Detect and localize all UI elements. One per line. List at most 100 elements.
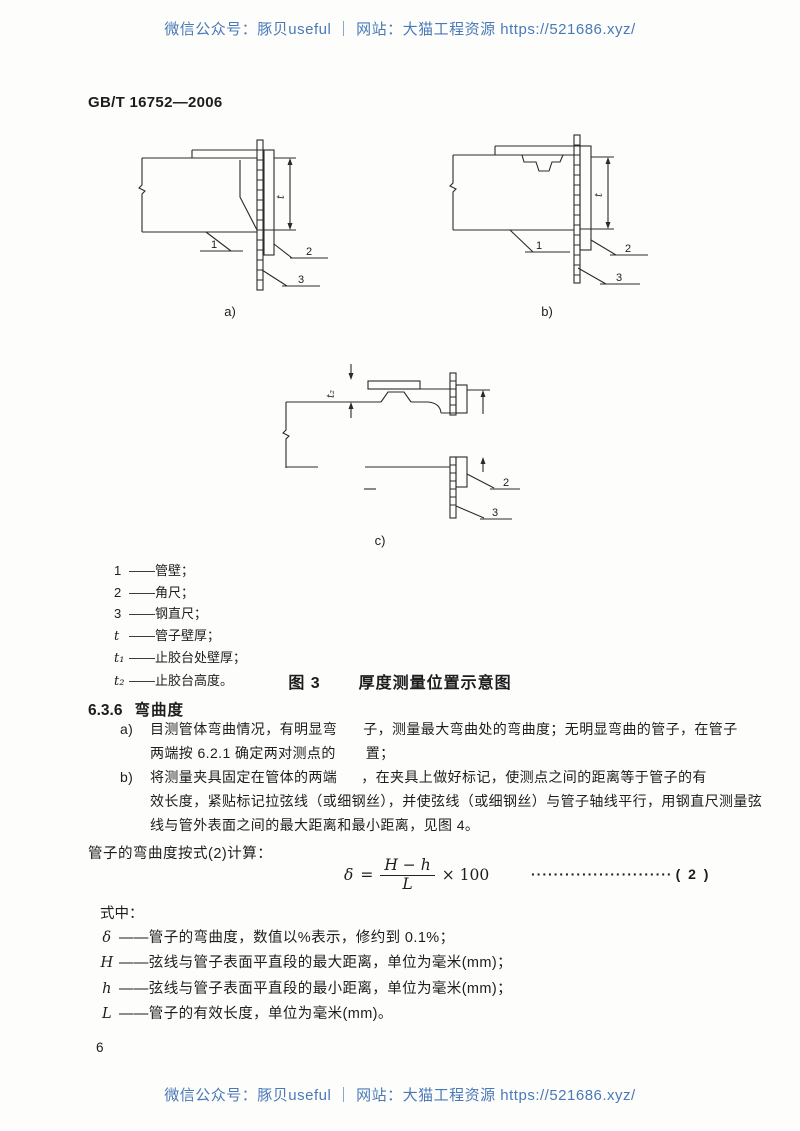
figure3-diagram-c: t₂ 2 3 c) xyxy=(282,364,520,548)
text-fragment: ，在夹具上做好标记，使测点之间的距离等于管子的有 xyxy=(361,769,707,785)
where-item: L ——管子的有效长度，单位为毫米(mm)。 xyxy=(95,1002,512,1027)
item-b-line2: 效长度，紧贴标记拉弦线（或细钢丝），并使弦线（或细钢丝）与管子轴线平行，用钢直尺… xyxy=(120,789,762,813)
subfigure-b-caption: b) xyxy=(541,304,553,319)
formula-leader: ·························( 2 ) xyxy=(531,866,710,882)
dimension-t1 xyxy=(467,389,490,414)
formula-times: × 100 xyxy=(441,866,490,885)
item-a-line2: 两端按 6.2.1 确定两对测点的 置； xyxy=(120,741,726,765)
steel-rule-bottom xyxy=(449,456,457,519)
dimension-t2: t₂ xyxy=(326,364,354,418)
dimension-t: t xyxy=(263,157,296,231)
legend-item: 3 ——钢直尺； xyxy=(114,603,246,625)
legend-symbol: t₁ xyxy=(114,651,125,666)
part-label-1: 1 xyxy=(211,239,217,251)
glue-stop-notch xyxy=(521,154,564,172)
legend-text: ——角尺； xyxy=(129,584,195,600)
legend-text: ——止胶台处壁厚； xyxy=(129,650,247,665)
dim-label-t2: t₂ xyxy=(326,390,337,398)
where-list: δ ——管子的弯曲度，数值以%表示，修约到 0.1%； H ——弦线与管子表面平直段… xyxy=(95,926,512,1028)
formula-2: δ = H − h L × 100 xyxy=(344,856,490,894)
item-b-line3: 线与管外表面之间的最大距离和最小距离，见图 4。 xyxy=(120,813,726,837)
section-number: 6.3.6 xyxy=(88,702,123,719)
legend-item: 2 ——角尺； xyxy=(114,582,246,604)
figure-title: 厚度测量位置示意图 xyxy=(358,675,512,692)
pipe-outline xyxy=(138,149,274,233)
item-a-marker: a) xyxy=(120,721,134,737)
part-label-2: 2 xyxy=(503,477,509,489)
text-fragment: 两端按 6.2.1 确定两对测点的 xyxy=(150,745,336,761)
where-text: ——管子的有效长度，单位为毫米(mm)。 xyxy=(119,1006,393,1023)
legend-item: t₁ ——止胶台处壁厚； xyxy=(114,647,246,670)
text-fragment: 目测管体弯曲情况，有明显弯 xyxy=(150,721,338,737)
steel-rule xyxy=(573,134,581,284)
pipe-section-top xyxy=(282,380,456,468)
part-label-3: 3 xyxy=(492,507,498,519)
leader-dots: ························· xyxy=(531,866,673,882)
figure3-diagram-b: t 1 2 3 b) xyxy=(449,134,648,319)
where-label: 式中： xyxy=(100,906,144,922)
legend-item: t ——管子壁厚； xyxy=(114,625,246,648)
figure3-legend: 1——管壁； 2 ——角尺； 3 ——钢直尺； t ——管子壁厚； t₁ ——止胶台处壁… xyxy=(114,560,246,692)
part-label-2: 2 xyxy=(625,243,631,255)
where-text: ——管子的弯曲度，数值以%表示，修约到 0.1%； xyxy=(119,930,455,946)
angle-square-top xyxy=(455,384,468,414)
watermark-header: 微信公众号：豚贝useful ｜ 网站：大猫工程资源 https://52168… xyxy=(164,21,636,38)
part-label-3: 3 xyxy=(616,272,622,284)
section-heading: 6.3.6 弯曲度 xyxy=(88,698,184,720)
part-label-2: 2 xyxy=(306,246,312,258)
figure3-caption: 图 3 厚度测量位置示意图 xyxy=(0,669,800,693)
legend-text: ——管子壁厚； xyxy=(129,627,221,643)
where-symbol: L xyxy=(101,1006,113,1023)
equation-number: ( 2 ) xyxy=(675,866,711,882)
watermark-footer: 微信公众号：豚贝useful ｜ 网站：大猫工程资源 https://52168… xyxy=(164,1087,636,1104)
angle-square-bottom xyxy=(455,456,468,488)
where-symbol: H xyxy=(100,955,114,972)
formula-denominator: L xyxy=(402,875,413,894)
legend-text: ——钢直尺； xyxy=(129,606,208,621)
text-fragment: 线与管外表面之间的最大距离和最小距离，见图 4。 xyxy=(150,817,480,833)
scan-gap xyxy=(336,741,366,765)
figure-number: 图 3 xyxy=(288,675,321,692)
where-symbol: h xyxy=(102,980,112,997)
dimension-bottom xyxy=(480,457,486,472)
text-fragment: 置； xyxy=(365,745,395,761)
dim-label-t: t xyxy=(594,192,605,197)
steel-rule xyxy=(256,139,264,291)
section-body: a) 目测管体弯曲情况，有明显弯 子，测量最大弯曲处的弯曲度；无明显弯曲的管子，在管… xyxy=(120,717,762,837)
legend-symbol: t₂ xyxy=(114,673,125,689)
leader-lines: 1 2 3 xyxy=(200,231,328,287)
dim-label-t: t xyxy=(276,194,287,199)
where-item: H ——弦线与管子表面平直段的最大距离，单位为毫米(mm)； xyxy=(95,951,512,976)
steel-rule-top xyxy=(449,372,457,416)
dimension-t: t xyxy=(580,156,614,230)
where-text: ——弦线与管子表面平直段的最小距离，单位为毫米(mm)； xyxy=(119,980,513,997)
formula-fraction: H − h L xyxy=(380,856,435,894)
where-text: ——弦线与管子表面平直段的最大距离，单位为毫米(mm)； xyxy=(119,955,513,972)
where-item: h ——弦线与管子表面平直段的最小距离，单位为毫米(mm)； xyxy=(95,977,512,1002)
formula-numerator: H − h xyxy=(380,856,435,877)
item-b-line1: b)将测量夹具固定在管体的两端，在夹具上做好标记，使测点之间的距离等于管子的有 xyxy=(120,765,726,789)
subfigure-c-caption: c) xyxy=(375,533,386,548)
legend-item: 1——管壁； xyxy=(114,560,246,582)
part-label-3: 3 xyxy=(298,274,304,286)
legend-text: ——止胶台高度。 xyxy=(129,672,234,688)
calc-intro: 管子的弯曲度按式(2)计算： xyxy=(88,846,273,862)
where-item: δ ——管子的弯曲度，数值以%表示，修约到 0.1%； xyxy=(95,926,512,951)
legend-symbol: t xyxy=(114,628,120,644)
scan-gap xyxy=(337,717,363,741)
section-title: 弯曲度 xyxy=(134,702,184,719)
item-b-marker: b) xyxy=(120,769,134,785)
pipe-section-bottom xyxy=(286,466,450,490)
scan-gap xyxy=(337,765,361,789)
legend-symbol: 2 xyxy=(114,584,122,600)
pipe-outline xyxy=(449,145,591,231)
legend-symbol: 3 xyxy=(114,606,122,621)
formula-equals: = xyxy=(360,866,374,885)
subfigure-a-caption: a) xyxy=(224,304,236,319)
part-label-1: 1 xyxy=(536,240,542,252)
formula-delta: δ xyxy=(344,866,354,885)
figure3-diagram-a: t 1 2 3 a) xyxy=(138,139,328,319)
text-fragment: 子，测量最大弯曲处的弯曲度；无明显弯曲的管子，在管子 xyxy=(363,721,738,737)
where-symbol: δ xyxy=(102,930,112,946)
leader-lines: 1 2 3 xyxy=(509,229,648,285)
